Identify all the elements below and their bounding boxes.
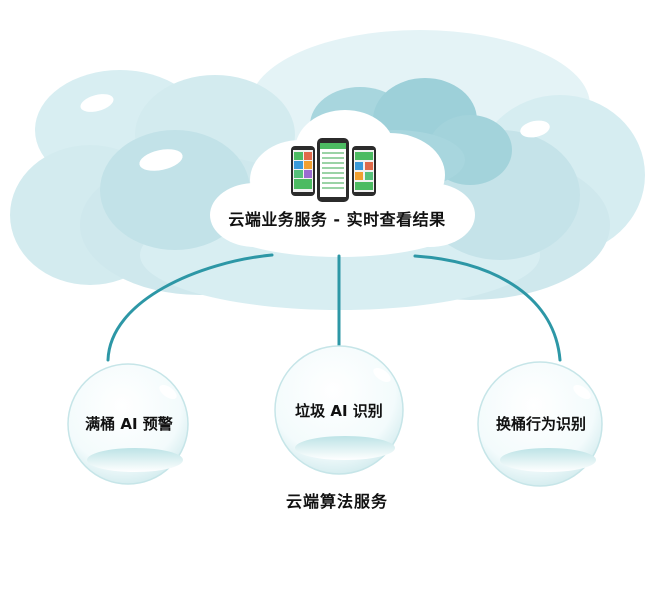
node-label-bin-swap-recognition: 换桶行为识别 [495, 415, 586, 433]
phone-left [291, 146, 315, 196]
connectors [106, 253, 562, 362]
phone-right [352, 146, 376, 196]
connector-right [413, 254, 562, 362]
bubble-right [477, 361, 603, 487]
node-label-garbage-recognition: 垃圾 AI 识别 [295, 402, 383, 420]
phone-mockups [291, 138, 376, 202]
bubble-left [67, 363, 189, 485]
node-label-full-bin-alert: 满桶 AI 预警 [85, 415, 173, 433]
connector-left [106, 253, 274, 362]
algorithm-service-label: 云端算法服务 [285, 492, 388, 511]
phone-middle [317, 138, 349, 202]
cloud-service-title: 云端业务服务 - 实时查看结果 [228, 210, 446, 229]
bubble-middle [274, 345, 404, 475]
